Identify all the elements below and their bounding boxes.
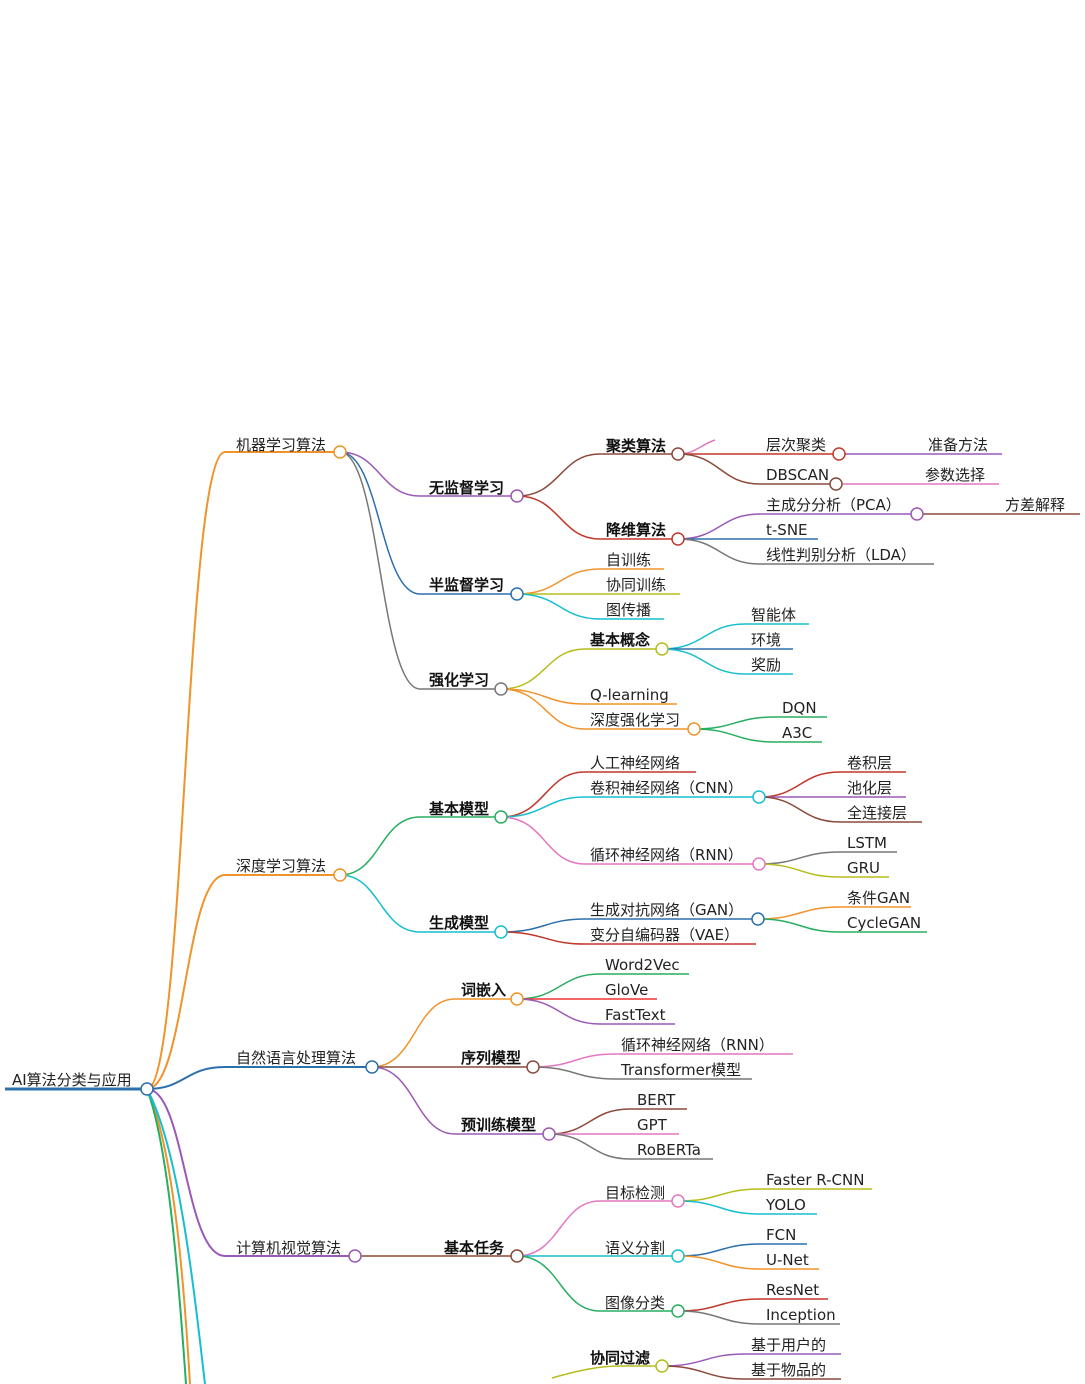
branch-nlp: 自然语言处理算法 — [236, 1049, 356, 1067]
ml-semi: 半监督学习 — [429, 576, 504, 594]
ml-agent: 智能体 — [751, 606, 796, 624]
ml-lda: 线性判别分析（LDA） — [766, 546, 916, 564]
ml-params: 参数选择 — [925, 466, 985, 484]
branch-ml: 机器学习算法 — [236, 436, 326, 454]
cv-inception: Inception — [766, 1306, 836, 1324]
cv-fcn: FCN — [766, 1226, 796, 1244]
cv-detect: 目标检测 — [605, 1184, 665, 1202]
nlp-glove: GloVe — [605, 981, 648, 999]
dl-cnn: 卷积神经网络（CNN） — [590, 779, 743, 797]
dl-cyclegan: CycleGAN — [847, 914, 921, 932]
root-node: AI算法分类与应用 — [12, 1071, 132, 1089]
ml-tsne: t-SNE — [766, 521, 808, 539]
dl-rnn: 循环神经网络（RNN） — [590, 846, 743, 864]
ml-dimred: 降维算法 — [606, 521, 666, 539]
rec-item: 基于物品的 — [751, 1361, 826, 1379]
dl-basic: 基本模型 — [428, 800, 489, 818]
dl-gru: GRU — [847, 859, 880, 877]
cv-unet: U-Net — [766, 1251, 809, 1269]
ml-graphprop: 图传播 — [606, 601, 651, 619]
nlp-transformer: Transformer模型 — [620, 1061, 741, 1079]
ml-dqn: DQN — [782, 699, 817, 717]
dl-vae: 变分自编码器（VAE） — [590, 926, 739, 944]
ml-deeprl: 深度强化学习 — [590, 711, 680, 729]
nlp-seq: 序列模型 — [461, 1049, 521, 1067]
dl-conv: 卷积层 — [847, 754, 892, 772]
cv-tasks: 基本任务 — [443, 1239, 505, 1257]
ml-rl: 强化学习 — [429, 671, 489, 689]
ml-clustering: 聚类算法 — [605, 437, 666, 455]
rec-cf: 协同过滤 — [590, 1349, 650, 1367]
ml-reward: 奖励 — [751, 656, 781, 674]
ml-env: 环境 — [751, 631, 781, 649]
dl-cgan: 条件GAN — [847, 889, 910, 907]
dl-lstm: LSTM — [847, 834, 887, 852]
ml-criteria: 准备方法 — [928, 436, 988, 454]
cv-cls: 图像分类 — [605, 1294, 665, 1312]
nlp-gpt: GPT — [637, 1116, 668, 1134]
ml-hierarchical: 层次聚类 — [766, 436, 826, 454]
ml-qlearning: Q-learning — [590, 686, 669, 704]
ml-dbscan: DBSCAN — [766, 466, 829, 484]
dl-ann: 人工神经网络 — [590, 754, 680, 772]
nlp-embed: 词嵌入 — [461, 981, 506, 999]
nlp-pretrain: 预训练模型 — [461, 1116, 536, 1134]
nlp-bert: BERT — [637, 1091, 676, 1109]
ml-selftrain: 自训练 — [606, 551, 651, 569]
nlp-roberta: RoBERTa — [637, 1141, 701, 1159]
nlp-fasttext: FastText — [605, 1006, 666, 1024]
ml-a3c: A3C — [782, 724, 812, 742]
cv-seg: 语义分割 — [605, 1239, 665, 1257]
nlp-w2v: Word2Vec — [605, 956, 680, 974]
ml-basics: 基本概念 — [589, 631, 650, 649]
branch-cv: 计算机视觉算法 — [236, 1239, 341, 1257]
dl-gan: 生成对抗网络（GAN） — [590, 901, 743, 919]
nlp-rnn: 循环神经网络（RNN） — [621, 1036, 774, 1054]
rec-user: 基于用户的 — [751, 1336, 826, 1354]
branch-dl: 深度学习算法 — [236, 857, 326, 875]
cv-frcnn: Faster R-CNN — [766, 1171, 864, 1189]
ml-pca: 主成分分析（PCA） — [766, 496, 901, 514]
ml-variance: 方差解释 — [1005, 496, 1065, 514]
dl-gen: 生成模型 — [429, 914, 489, 932]
ml-unsupervised: 无监督学习 — [428, 479, 504, 497]
dl-pool: 池化层 — [847, 779, 892, 797]
ml-cotrain: 协同训练 — [606, 576, 666, 594]
cv-resnet: ResNet — [766, 1281, 819, 1299]
cv-yolo: YOLO — [765, 1196, 806, 1214]
dl-fc: 全连接层 — [847, 804, 907, 822]
